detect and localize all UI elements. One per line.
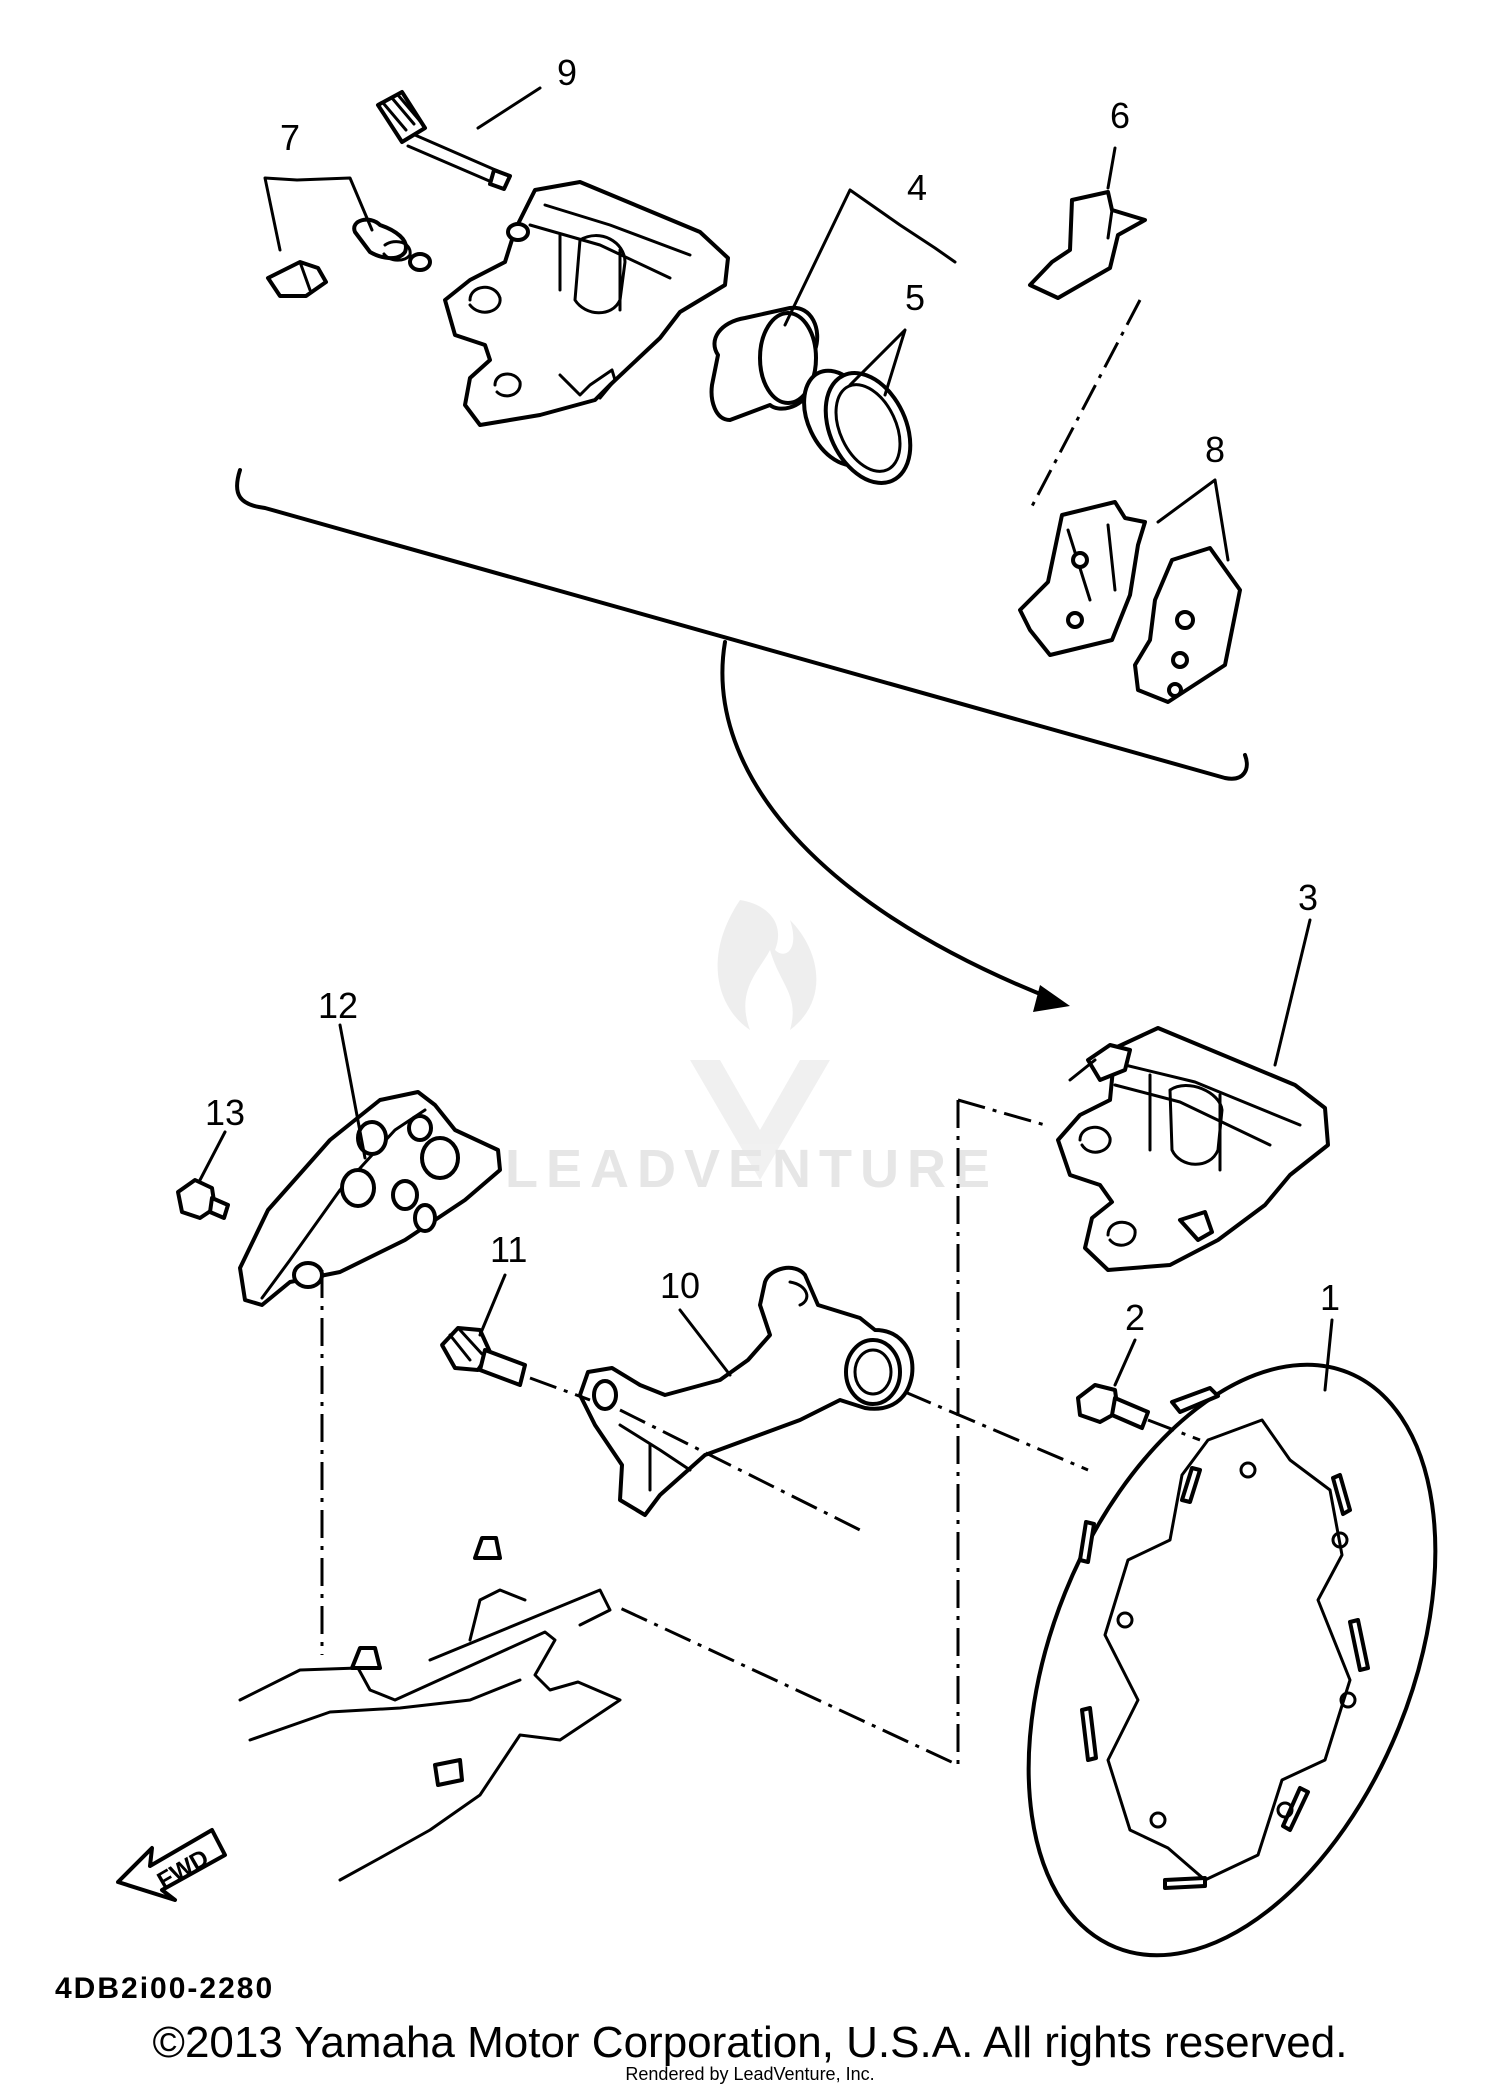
- watermark-text: LEADVENTURE: [505, 1139, 998, 1199]
- part-3-caliper-assembly: [1056, 1026, 1330, 1272]
- copyright-notice: ©2013 Yamaha Motor Corporation, U.S.A. A…: [152, 2018, 1348, 2067]
- part-8-brake-pads: [1018, 500, 1242, 704]
- diagram-code: 4DB2i00-2280: [55, 1972, 274, 2005]
- leader-lines-lower: [198, 918, 1334, 1392]
- callout-1: 1: [1320, 1277, 1340, 1318]
- fwd-direction-arrow: FWD: [116, 1828, 227, 1902]
- callout-9: 9: [557, 52, 577, 93]
- part-10-caliper-bracket: [578, 1265, 915, 1517]
- callout-6: 6: [1110, 95, 1130, 136]
- callout-5: 5: [905, 277, 925, 318]
- part-12-guard-plate: [238, 1090, 502, 1307]
- part-13-bolt: [176, 1178, 230, 1220]
- caliper-upper-view: [443, 180, 730, 427]
- leader-lines-upper: [263, 86, 1230, 562]
- assembly-lines-lower: [320, 1098, 1201, 1768]
- callout-7: 7: [280, 117, 300, 158]
- callout-2: 2: [1125, 1297, 1145, 1338]
- swingarm-outline: [238, 1536, 622, 1882]
- callout-12: 12: [318, 985, 358, 1026]
- part-5-seals: [802, 368, 913, 485]
- arrow-head: [1033, 985, 1070, 1012]
- part-1-brake-disc: [1026, 1362, 1438, 1958]
- part-2-bolt: [1076, 1383, 1150, 1430]
- part-7-bleed-screw: [266, 217, 432, 298]
- callout-10: 10: [660, 1265, 700, 1306]
- assembly-arrow: [720, 640, 1057, 1002]
- callout-13: 13: [205, 1092, 245, 1133]
- dash-6-8: [1028, 299, 1142, 511]
- callout-8: 8: [1205, 429, 1225, 470]
- part-11-bolt: [440, 1326, 527, 1387]
- subassembly-bracket: [235, 468, 1249, 781]
- callout-4: 4: [907, 167, 927, 208]
- rendered-by-notice: Rendered by LeadVenture, Inc.: [625, 2064, 875, 2084]
- part-4-piston: [709, 305, 820, 422]
- callout-11: 11: [490, 1229, 527, 1270]
- part-9-bolt: [376, 90, 512, 191]
- callout-3: 3: [1298, 877, 1318, 918]
- leadventure-watermark-logo: [690, 900, 830, 1180]
- part-6-pad-spring: [1028, 190, 1147, 300]
